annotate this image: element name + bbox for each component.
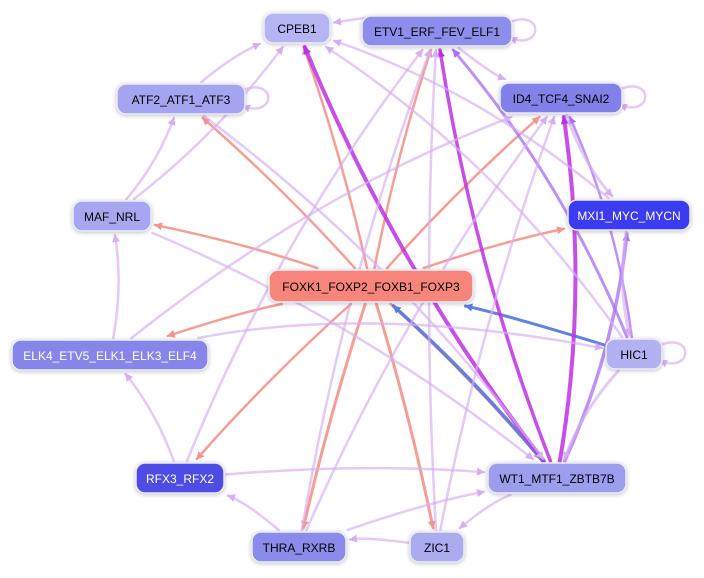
node-shape[interactable]: [361, 15, 513, 47]
node-mxi1[interactable]: MXI1_MYC_MYCN: [567, 199, 691, 231]
edge-rfx3-wt1[interactable]: [224, 466, 486, 476]
edge-foxk1-cpeb1[interactable]: [302, 45, 369, 270]
edge-id4-id4[interactable]: [616, 85, 647, 112]
edge-foxk1-maf[interactable]: [153, 222, 319, 270]
edge-rfx3-elk4[interactable]: [124, 372, 176, 463]
edge-wt1-etv1[interactable]: [437, 48, 553, 463]
edge-foxk1-etv1[interactable]: [373, 48, 433, 270]
edge-mxi1-cpeb1[interactable]: [332, 39, 610, 200]
node-foxk1[interactable]: FOXK1_FOXP2_FOXB1_FOXP3: [268, 269, 474, 303]
edge-atf2-atf2[interactable]: [239, 86, 270, 113]
node-shape[interactable]: [409, 531, 465, 563]
node-shape[interactable]: [605, 338, 663, 370]
node-shape[interactable]: [72, 200, 152, 232]
node-id4[interactable]: ID4_TCF4_SNAI2: [499, 82, 623, 114]
edge-wt1-foxk1[interactable]: [391, 304, 545, 463]
edge-atf2-cpeb1[interactable]: [200, 42, 262, 84]
edge-maf-atf2[interactable]: [125, 116, 176, 201]
node-thra[interactable]: THRA_RXRB: [251, 531, 347, 563]
node-shape[interactable]: [11, 339, 209, 371]
edge-etv1-etv1[interactable]: [506, 18, 537, 45]
edge-thra-rfx3[interactable]: [226, 494, 280, 532]
edge-foxk1-zic1[interactable]: [374, 302, 436, 530]
edge-thra-id4[interactable]: [305, 115, 549, 532]
edge-id4-mxi1[interactable]: [565, 113, 614, 198]
edge-wt1-zic1[interactable]: [458, 493, 512, 530]
edge-foxk1-atf2[interactable]: [201, 116, 357, 270]
edge-hic1-cpeb1[interactable]: [324, 45, 624, 339]
edge-elk4-maf[interactable]: [111, 233, 121, 340]
edge-hic1-etv1[interactable]: [451, 48, 629, 339]
node-shape[interactable]: [268, 269, 474, 303]
edge-hic1-hic1[interactable]: [656, 341, 687, 368]
edge-rfx3-etv1[interactable]: [185, 48, 424, 463]
edge-hic1-foxk1[interactable]: [463, 303, 606, 347]
node-etv1[interactable]: ETV1_ERF_FEV_ELF1: [361, 15, 513, 47]
edge-mxi1-hic1[interactable]: [621, 230, 632, 337]
node-shape[interactable]: [487, 462, 627, 494]
edge-elk4-id4[interactable]: [130, 115, 513, 340]
node-wt1[interactable]: WT1_MTF1_ZBTB7B: [487, 462, 627, 494]
node-shape[interactable]: [116, 83, 246, 115]
edge-foxk1-id4[interactable]: [385, 115, 541, 270]
edge-maf-cpeb1[interactable]: [132, 45, 285, 201]
node-maf[interactable]: MAF_NRL: [72, 200, 152, 232]
edge-zic1-id4[interactable]: [439, 115, 556, 532]
edge-foxk1-mxi1[interactable]: [422, 226, 566, 270]
edge-foxk1-elk4[interactable]: [166, 302, 284, 338]
node-elk4[interactable]: ELK4_ETV5_ELK1_ELK3_ELF4: [11, 339, 209, 371]
edge-elk4-hic1[interactable]: [196, 322, 604, 351]
node-shape[interactable]: [251, 531, 347, 563]
node-rfx3[interactable]: RFX3_RFX2: [135, 462, 225, 494]
node-shape[interactable]: [499, 82, 623, 114]
node-shape[interactable]: [567, 199, 691, 231]
node-shape[interactable]: [263, 12, 331, 44]
node-atf2[interactable]: ATF2_ATF1_ATF3: [116, 83, 246, 115]
node-zic1[interactable]: ZIC1: [409, 531, 465, 563]
edge-zic1-thra[interactable]: [348, 534, 410, 545]
node-shape[interactable]: [135, 462, 225, 494]
edge-etv1-id4[interactable]: [457, 46, 507, 81]
edge-foxk1-thra[interactable]: [301, 302, 367, 530]
edge-wt1-id4[interactable]: [557, 115, 578, 463]
edge-thra-wt1[interactable]: [346, 489, 486, 532]
node-cpeb1[interactable]: CPEB1: [263, 12, 331, 44]
node-hic1[interactable]: HIC1: [605, 338, 663, 370]
edge-maf-wt1[interactable]: [151, 231, 535, 461]
edge-hic1-wt1[interactable]: [562, 369, 620, 461]
